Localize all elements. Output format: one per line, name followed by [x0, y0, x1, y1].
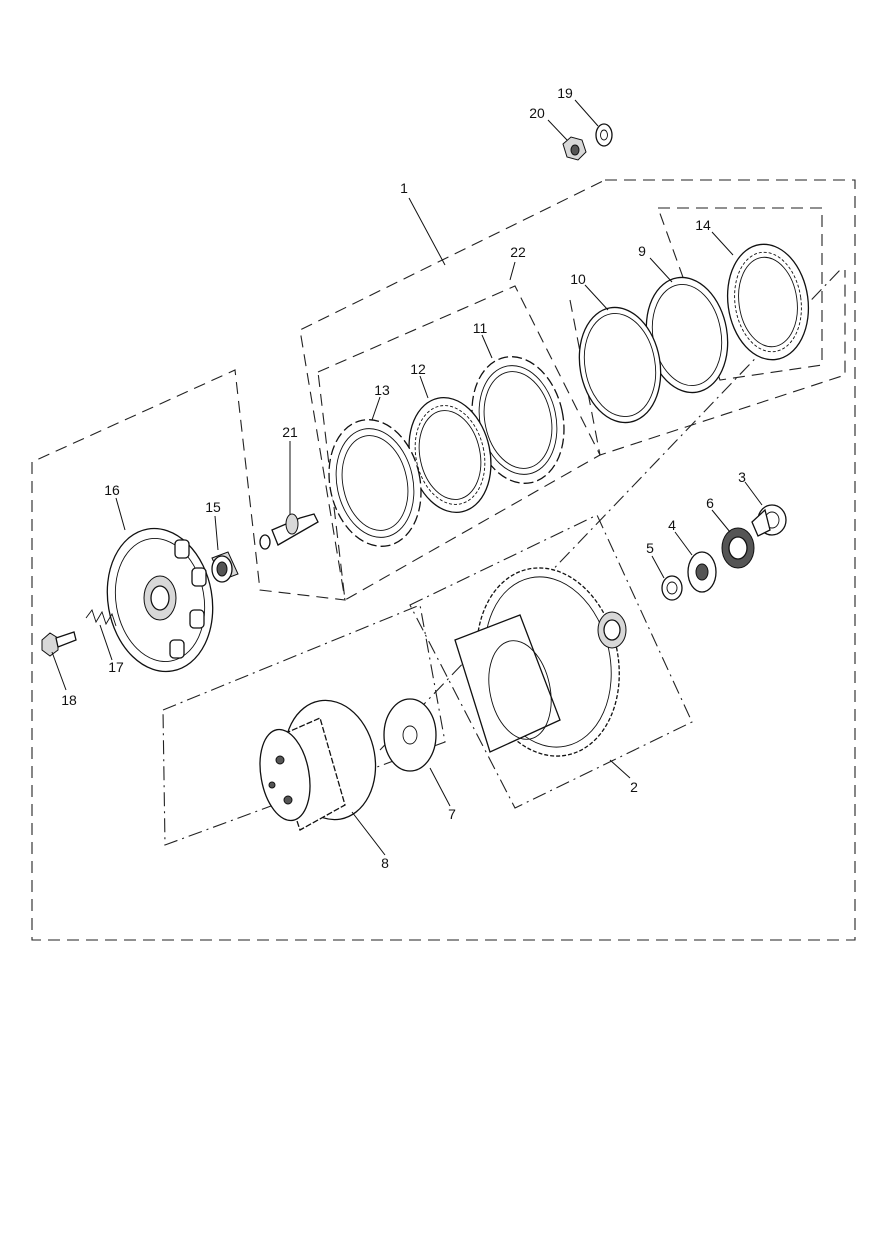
group-boundary-basket-2	[409, 514, 693, 809]
callout-21: 21	[282, 424, 298, 440]
callout-15: 15	[205, 499, 221, 515]
leader-6	[711, 509, 731, 533]
bearing-15	[211, 551, 239, 583]
callout-2: 2	[630, 779, 638, 795]
leader-9	[649, 257, 673, 283]
callout-19: 19	[557, 85, 573, 101]
callout-11: 11	[473, 320, 488, 336]
callout-20: 20	[529, 105, 545, 121]
thrust-washer-7	[383, 698, 437, 772]
callout-6: 6	[706, 495, 714, 511]
callout-18: 18	[61, 692, 77, 708]
callout-8: 8	[381, 855, 389, 871]
leader-13	[371, 396, 381, 421]
needle-bearing-6	[721, 527, 755, 569]
leader-20	[547, 119, 568, 141]
leader-7	[429, 767, 451, 807]
group-boundary-assembly-1	[31, 179, 856, 941]
friction-plate-13	[328, 419, 422, 547]
callout-14: 14	[695, 217, 711, 233]
callout-4: 4	[668, 517, 676, 533]
callout-5: 5	[646, 540, 654, 556]
callout-12: 12	[410, 361, 426, 377]
pushrod-21	[259, 513, 319, 550]
clutch-hub-8	[259, 699, 377, 831]
leader-8	[351, 811, 386, 856]
callout-13: 13	[374, 382, 390, 398]
callout-7: 7	[448, 806, 456, 822]
callout-3: 3	[738, 469, 746, 485]
bush-3	[751, 504, 787, 537]
pressure-plate-16	[106, 527, 214, 673]
spacer-4	[687, 551, 717, 593]
leader-17	[99, 624, 113, 661]
group-boundary-hub-8	[162, 604, 446, 846]
washer-19	[595, 123, 613, 147]
leader-18	[51, 651, 67, 691]
leader-14	[711, 231, 734, 256]
leader-5	[651, 555, 665, 579]
callout-9: 9	[638, 243, 646, 259]
leader-11	[481, 334, 493, 359]
clutch-basket-2	[454, 567, 627, 757]
leader-3	[744, 481, 763, 506]
callout-22: 22	[510, 244, 526, 260]
leader-16	[115, 497, 126, 531]
callout-1: 1	[400, 180, 408, 196]
callout-16: 16	[104, 482, 120, 498]
bolt-18	[41, 631, 77, 657]
leader-4	[674, 531, 693, 556]
callout-17: 17	[108, 659, 124, 675]
leader-19	[574, 99, 599, 127]
leader-1	[408, 197, 446, 266]
ring-10	[578, 306, 662, 424]
leader-12	[419, 375, 429, 399]
bush-5	[661, 575, 683, 601]
nut-20	[562, 136, 587, 161]
callout-10: 10	[570, 271, 586, 287]
spring-17	[85, 609, 117, 627]
leader-10	[584, 284, 609, 311]
plate-14	[726, 243, 810, 361]
leader-15	[214, 515, 219, 551]
leader-2	[609, 759, 631, 779]
leader-22	[509, 261, 516, 281]
